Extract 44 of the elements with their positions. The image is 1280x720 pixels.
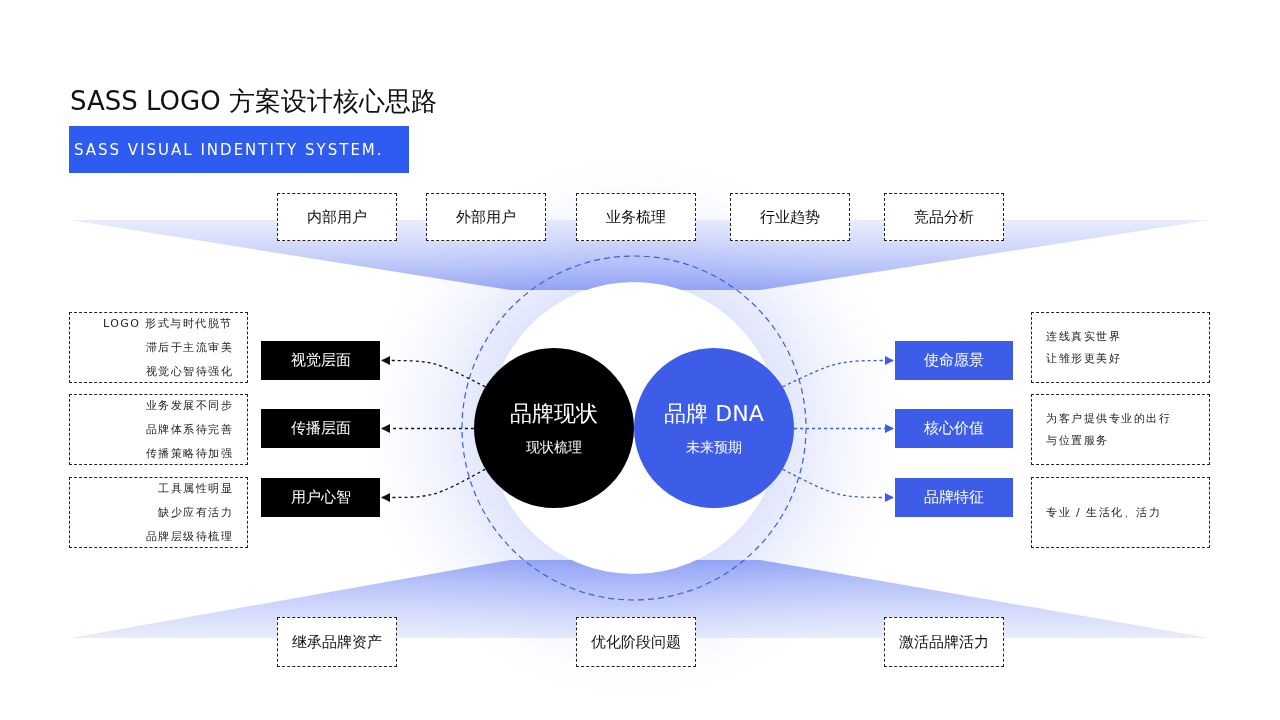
arrow <box>381 423 475 434</box>
circle-subtext: 现状梳理 <box>526 439 582 457</box>
note-text: 品牌体系待完善 <box>145 422 233 437</box>
circle-subtext: 未来预期 <box>686 439 742 457</box>
note-text: 连线真实世界让雏形更美好 <box>1046 328 1122 367</box>
note-box <box>69 477 248 548</box>
note-text: 为客户提供专业的出行与位置服务 <box>1046 410 1172 449</box>
circle-heading: 品牌现状 <box>510 400 598 428</box>
note-text: 业务发展不同步 <box>145 398 233 413</box>
aspect-box: 品牌特征 <box>895 478 1013 517</box>
topic-box: 业务梳理 <box>576 193 696 241</box>
arrow <box>381 468 487 503</box>
note-text: LOGO 形式与时代脱节 <box>102 316 233 331</box>
note-box <box>69 312 248 383</box>
note-box <box>1031 477 1210 548</box>
title: SASS LOGO 方案设计核心思路 <box>70 85 437 118</box>
note-text: 传播策略待加强 <box>145 446 233 461</box>
subtitle-banner: SASS VISUAL INDENTITY SYSTEM. <box>69 126 409 173</box>
topic-box: 继承品牌资产 <box>277 617 397 667</box>
arrow <box>781 468 894 503</box>
note-text: 品牌层级待梳理 <box>145 529 233 544</box>
circle-heading: 品牌 DNA <box>664 400 764 428</box>
note-text: 专业 / 生活化、活力 <box>1046 505 1162 520</box>
note-text: 工具属性明显 <box>158 481 233 496</box>
topic-box: 外部用户 <box>426 193 546 241</box>
aspect-box: 核心价值 <box>895 409 1013 448</box>
note-box <box>1031 394 1210 465</box>
note-text: 滞后于主流审美 <box>145 340 233 355</box>
note-box <box>69 394 248 465</box>
aspect-box: 使命愿景 <box>895 341 1013 380</box>
note-box <box>1031 312 1210 383</box>
arrow <box>381 355 487 388</box>
arrow <box>793 423 894 434</box>
topic-box: 激活品牌活力 <box>884 617 1004 667</box>
topic-box: 优化阶段问题 <box>576 617 696 667</box>
note-text: 缺少应有活力 <box>158 505 233 520</box>
topic-box: 竞品分析 <box>884 193 1004 241</box>
aspect-box: 视觉层面 <box>261 341 380 380</box>
aspect-box: 传播层面 <box>261 409 380 448</box>
topic-box: 内部用户 <box>277 193 397 241</box>
arrow <box>781 355 894 388</box>
topic-box: 行业趋势 <box>730 193 850 241</box>
aspect-box: 用户心智 <box>261 478 380 517</box>
note-text: 视觉心智待强化 <box>145 364 233 379</box>
